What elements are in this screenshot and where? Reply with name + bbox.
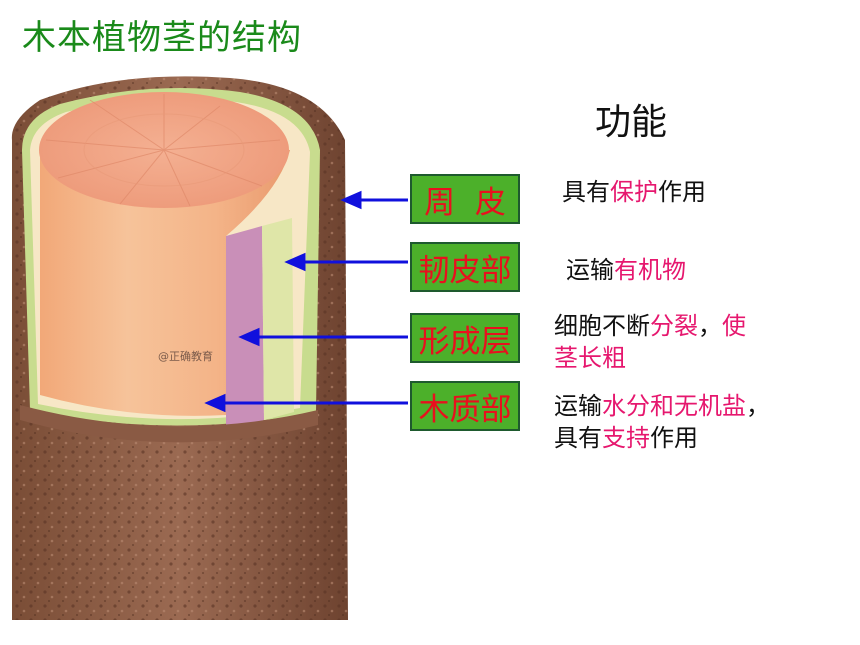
highlight-text: 茎长粗 xyxy=(554,344,626,372)
highlight-text: 有机物 xyxy=(614,256,686,284)
highlight-text: 分裂 xyxy=(650,312,698,340)
plain-text: 作用 xyxy=(650,424,698,452)
plain-text: 细胞不断 xyxy=(554,312,650,340)
page-title: 木本植物茎的结构 xyxy=(22,18,302,58)
watermark: @正确教育 xyxy=(158,350,213,363)
function-text-0: 具有保护作用 xyxy=(562,176,706,208)
plain-text: 运输 xyxy=(554,392,602,420)
structure-label-1: 韧皮部 xyxy=(410,242,520,292)
function-text-3: 运输水分和无机盐，具有支持作用 xyxy=(554,390,770,454)
phloem-strip xyxy=(226,226,264,430)
structure-label-3: 木质部 xyxy=(410,381,520,431)
plain-text: 运输 xyxy=(566,256,614,284)
function-line: 具有支持作用 xyxy=(554,422,770,454)
function-line: 茎长粗 xyxy=(554,342,746,374)
plain-text: ， xyxy=(698,312,722,340)
structure-label-2: 形成层 xyxy=(410,313,520,363)
xylem-cylinder xyxy=(40,150,290,416)
function-text-2: 细胞不断分裂，使茎长粗 xyxy=(554,310,746,374)
function-line: 运输有机物 xyxy=(566,254,686,286)
plain-text: ， xyxy=(746,392,770,420)
pointer-arrows xyxy=(204,190,408,413)
highlight-text: 保护 xyxy=(610,178,658,206)
function-text-1: 运输有机物 xyxy=(566,254,686,286)
plain-text: 具有 xyxy=(554,424,602,452)
highlight-text: 水分和无机盐 xyxy=(602,392,746,420)
plain-text: 具有 xyxy=(562,178,610,206)
plain-text: 作用 xyxy=(658,178,706,206)
function-line: 具有保护作用 xyxy=(562,176,706,208)
function-line: 运输水分和无机盐， xyxy=(554,390,770,422)
structure-label-0: 周 皮 xyxy=(410,174,520,224)
highlight-text: 使 xyxy=(722,312,746,340)
highlight-text: 支持 xyxy=(602,424,650,452)
function-line: 细胞不断分裂，使 xyxy=(554,310,746,342)
function-heading: 功能 xyxy=(595,102,668,143)
